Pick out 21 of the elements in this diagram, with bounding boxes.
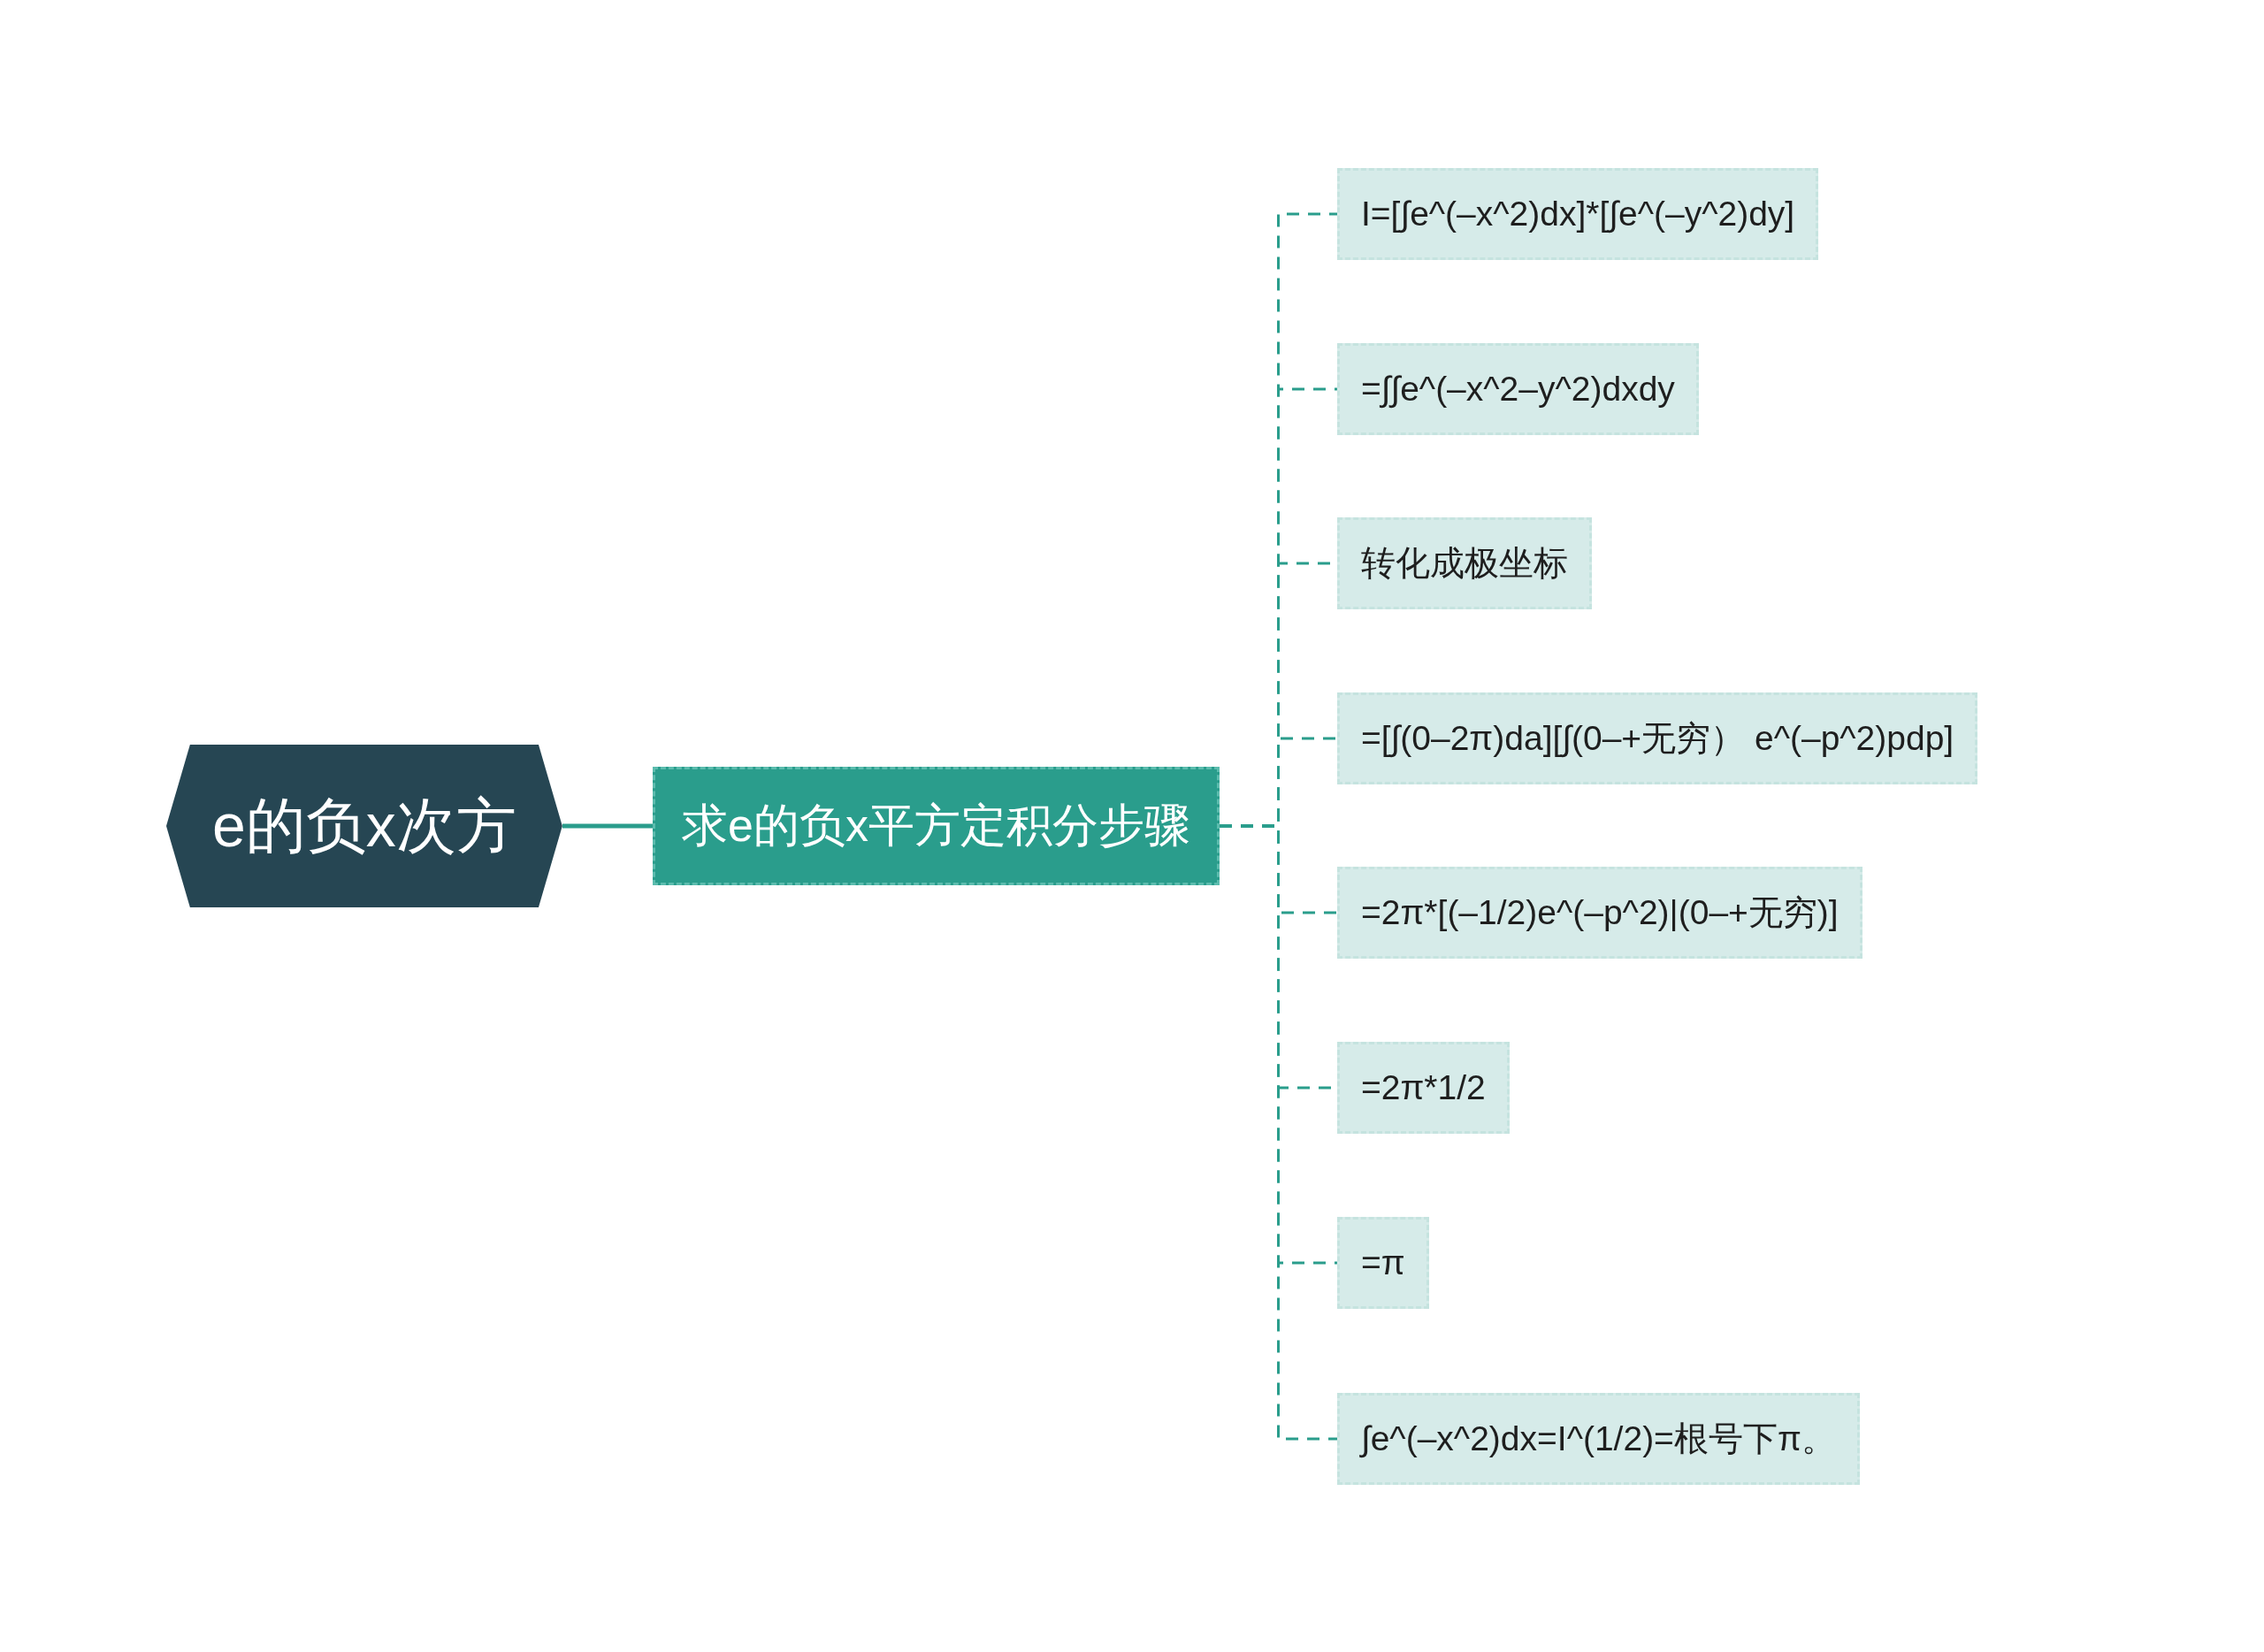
node-text: =2π*1/2 bbox=[1361, 1068, 1486, 1107]
node-text: e的负x次方 bbox=[212, 790, 516, 860]
node-text: 转化成极坐标 bbox=[1361, 543, 1568, 584]
step-box bbox=[1337, 1393, 1860, 1485]
main-branch-box bbox=[653, 767, 1220, 885]
step-box bbox=[1337, 867, 1862, 959]
node-text: 求e的负x平方定积分步骤 bbox=[682, 799, 1190, 853]
node-text: =∫∫e^(–x^2–y^2)dxdy bbox=[1361, 370, 1675, 409]
step-box bbox=[1337, 168, 1819, 260]
node-text: I=[∫e^(–x^2)dx]*[∫e^(–y^2)dy] bbox=[1361, 195, 1795, 233]
node-text: =2π*[(–1/2)e^(–p^2)|(0–+无穷)] bbox=[1361, 892, 1839, 933]
step-box bbox=[1337, 692, 1978, 784]
connector-line bbox=[562, 823, 653, 829]
step-box bbox=[1337, 1042, 1510, 1134]
root-topic bbox=[166, 745, 562, 907]
step-box bbox=[1337, 343, 1699, 435]
step-box bbox=[1337, 1217, 1429, 1309]
node-text: =π bbox=[1361, 1243, 1405, 1282]
node-text: =[∫(0–2π)da][∫(0–+无穷） e^(–p^2)pdp] bbox=[1361, 718, 1954, 760]
step-box bbox=[1337, 517, 1592, 609]
node-text: ∫e^(–x^2)dx=I^(1/2)=根号下π。 bbox=[1361, 1419, 1836, 1460]
